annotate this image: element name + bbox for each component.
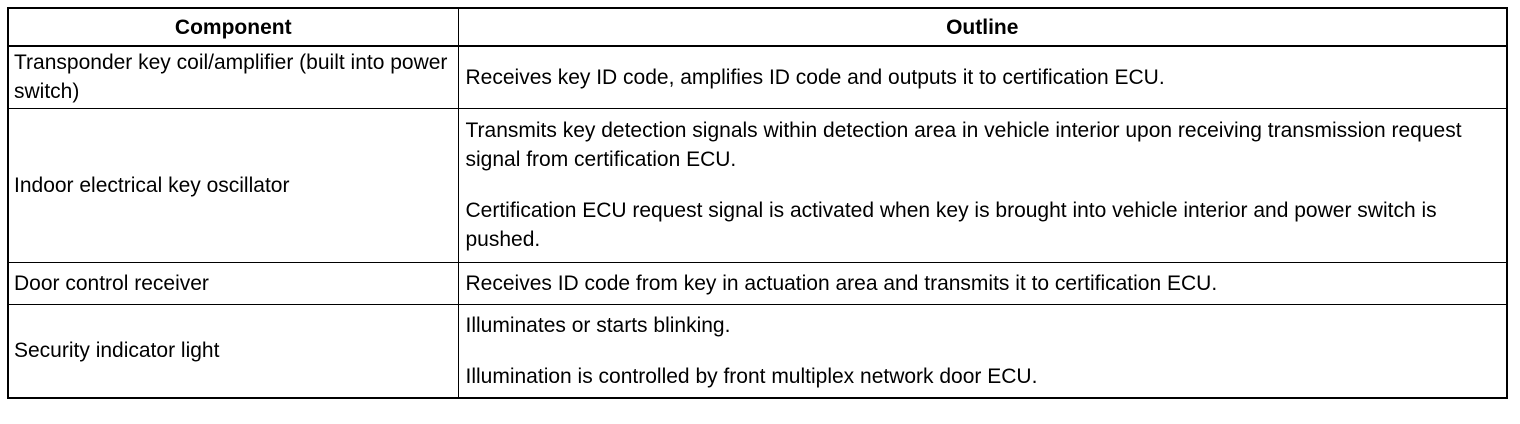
- outline-text: Illuminates or starts blinking.: [465, 313, 731, 337]
- component-outline-table: Component Outline Transponder key coil/a…: [7, 7, 1508, 399]
- table-header-row: Component Outline: [7, 7, 1508, 47]
- table-row: Transponder key coil/amplifier (built in…: [7, 45, 1508, 109]
- outline-cell: Transmits key detection signals within d…: [457, 107, 1508, 263]
- component-cell: Transponder key coil/amplifier (built in…: [7, 45, 459, 109]
- outline-cell: Receives ID code from key in actuation a…: [457, 261, 1508, 305]
- component-cell: Door control receiver: [7, 261, 459, 305]
- outline-text: Receives key ID code, amplifies ID code …: [465, 65, 1165, 89]
- outline-text: Transmits key detection signals within d…: [465, 119, 1462, 171]
- table-row: Indoor electrical key oscillator Transmi…: [7, 107, 1508, 263]
- header-outline: Outline: [457, 7, 1508, 47]
- outline-text: Receives ID code from key in actuation a…: [465, 271, 1218, 295]
- table-row: Door control receiver Receives ID code f…: [7, 261, 1508, 305]
- header-component: Component: [7, 7, 459, 47]
- outline-cell: Illuminates or starts blinking. Illumina…: [457, 303, 1508, 399]
- outline-cell: Receives key ID code, amplifies ID code …: [457, 45, 1508, 109]
- outline-text: Illumination is controlled by front mult…: [465, 364, 1038, 388]
- table-row: Security indicator light Illuminates or …: [7, 303, 1508, 399]
- component-cell: Security indicator light: [7, 303, 459, 399]
- component-cell: Indoor electrical key oscillator: [7, 107, 459, 263]
- outline-text: Certification ECU request signal is acti…: [465, 199, 1437, 251]
